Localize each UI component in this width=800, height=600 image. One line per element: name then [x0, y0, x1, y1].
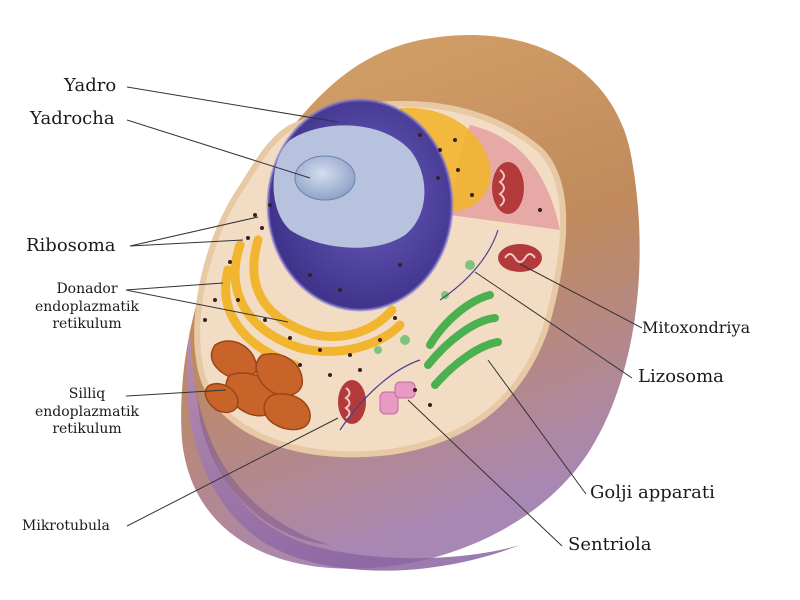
label-golji: Golji apparati: [590, 482, 715, 503]
ribosomes: [203, 133, 542, 407]
label-mikrotubula: Mikrotubula: [22, 518, 110, 534]
label-silliq-line3: retikulum: [52, 421, 122, 437]
golgi-vesicle: [374, 346, 382, 354]
label-mitoxondriya: Mitoxondriya: [642, 318, 751, 337]
smooth-er: [204, 340, 311, 431]
label-silliq-line2: endoplazmatik: [34, 403, 140, 420]
golgi-vesicle: [465, 260, 475, 270]
mitochondrion: [492, 162, 524, 214]
label-sentriola: Sentriola: [568, 534, 652, 555]
label-silliq-er: Silliq endoplazmatik retikulum: [22, 386, 152, 439]
golgi-vesicle: [441, 291, 449, 299]
label-donador-er: Donador endoplazmatik retikulum: [22, 281, 152, 334]
leader-lines: [125, 86, 643, 547]
microtubules: [339, 229, 499, 431]
label-silliq-line1: Silliq: [68, 386, 106, 402]
golgi-vesicle: [400, 335, 410, 345]
label-ribosoma: Ribosoma: [26, 235, 116, 256]
mitochondrion: [498, 244, 542, 272]
mitochondrion: [338, 380, 366, 424]
nucleolus: [294, 155, 356, 201]
label-donador-line2: endoplazmatik: [34, 298, 140, 315]
label-lizosoma: Lizosoma: [638, 366, 724, 387]
label-yadrocha: Yadrocha: [30, 108, 115, 129]
label-donador-line3: retikulum: [52, 316, 122, 332]
label-donador-line1: Donador: [56, 281, 118, 297]
label-yadro: Yadro: [64, 75, 117, 96]
cell-membrane-shade: [195, 380, 330, 545]
centriole: [379, 381, 416, 415]
golgi-apparatus: [424, 291, 502, 389]
